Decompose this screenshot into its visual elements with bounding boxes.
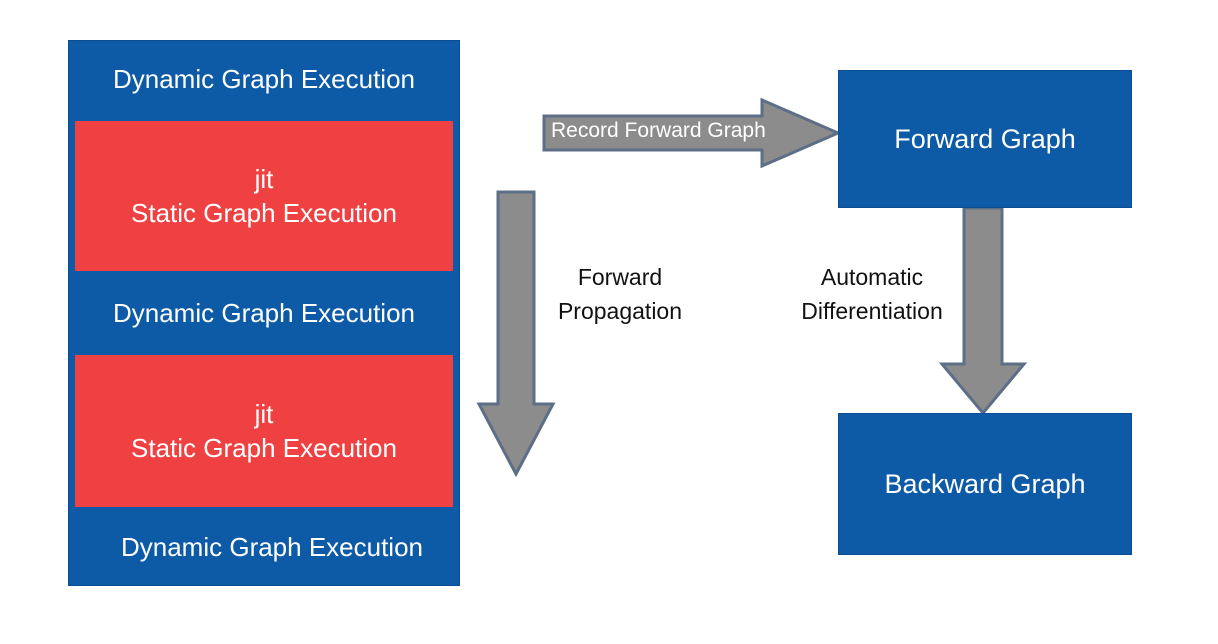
jit-label: jit bbox=[254, 164, 274, 194]
jit-static-graph-layer-2: jit Static Graph Execution bbox=[75, 355, 453, 507]
backward-graph-box: Backward Graph bbox=[838, 413, 1132, 555]
forward-propagation-line1: Forward bbox=[577, 264, 663, 290]
record-forward-graph-label: Record Forward Graph bbox=[551, 119, 766, 142]
static-graph-label: Static Graph Execution bbox=[131, 433, 397, 463]
jit-label: jit bbox=[254, 399, 274, 429]
automatic-differentiation-line1: Automatic bbox=[820, 264, 924, 290]
static-graph-label: Static Graph Execution bbox=[131, 198, 397, 228]
dynamic-graph-layer-1: Dynamic Graph Execution bbox=[112, 63, 416, 94]
forward-propagation-label: Forward Propagation bbox=[540, 260, 700, 328]
dynamic-graph-layer-2: Dynamic Graph Execution bbox=[112, 297, 416, 328]
automatic-differentiation-label: Automatic Differentiation bbox=[782, 260, 962, 328]
forward-graph-box: Forward Graph bbox=[838, 70, 1132, 208]
automatic-differentiation-line2: Differentiation bbox=[801, 298, 943, 324]
forward-propagation-arrow bbox=[476, 190, 556, 478]
execution-stack: Dynamic Graph Execution jit Static Graph… bbox=[68, 40, 460, 586]
dynamic-graph-layer-3: Dynamic Graph Execution bbox=[120, 531, 424, 562]
automatic-differentiation-arrow bbox=[938, 206, 1028, 416]
record-forward-graph-arrow bbox=[542, 97, 842, 169]
forward-propagation-line2: Propagation bbox=[557, 298, 683, 324]
jit-static-graph-layer-1: jit Static Graph Execution bbox=[75, 121, 453, 271]
